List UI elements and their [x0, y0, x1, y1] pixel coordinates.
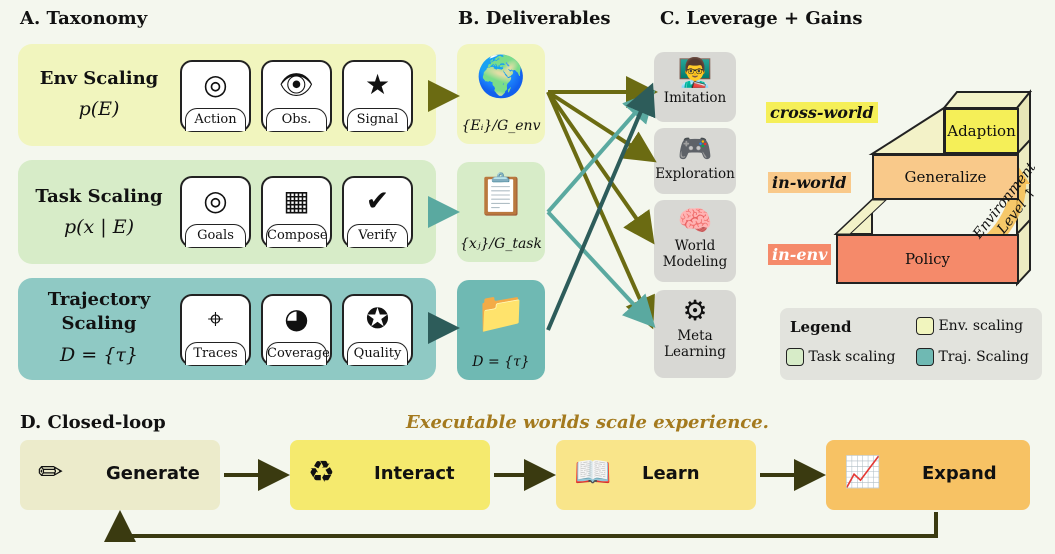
deliverable-traj: 📁 D = {τ} [457, 280, 545, 380]
loop-label: Generate [106, 463, 200, 484]
section-title-taxonomy: A. Taxonomy [20, 8, 148, 29]
quality-tile: ✪ Quality [342, 294, 413, 366]
puzzle-icon: ▦ [283, 184, 310, 217]
legend-swatch-traj [916, 348, 934, 366]
legend-swatch-env [916, 317, 934, 335]
verified-badge-icon: ✔ [365, 184, 390, 217]
level-tag-in-world: in-world [768, 172, 851, 193]
legend-item-traj: Traj. Scaling [916, 348, 1029, 366]
signal-tile: ★ Signal [342, 60, 413, 132]
tile-label: Quality [347, 342, 408, 365]
compose-tile: ▦ Compose [261, 176, 332, 248]
legend-swatch-task [786, 348, 804, 366]
gamepad-icon: 🎮 [677, 132, 713, 165]
folders-icon: 📁 [476, 290, 526, 336]
leverage-label-line2: Learning [664, 344, 726, 360]
interact-box: ♻ Interact [290, 440, 490, 510]
globe-icon: 🌍 [476, 54, 526, 100]
goals-tile: ◎ Goals [180, 176, 251, 248]
leverage-label-line1: Meta [677, 328, 713, 344]
tile-label: Goals [185, 224, 246, 247]
row-label-line1: Trajectory [47, 289, 151, 310]
cycle-people-icon: ♻ [308, 455, 335, 490]
tile-label: Compose [266, 224, 328, 247]
meta-learning-card: ⚙ Meta Learning [654, 290, 736, 378]
section-title-leverage: C. Leverage + Gains [660, 8, 863, 29]
section-title-closed-loop: D. Closed-loop [20, 412, 166, 433]
loop-label: Learn [642, 463, 700, 484]
tile-label: Coverage [266, 342, 330, 365]
env-scaling-row: Env Scaling p(E) ◎ Action 👁 Obs. ★ Signa… [18, 44, 436, 146]
eye-icon: 👁 [278, 68, 315, 101]
leverage-label-line2: Modeling [662, 254, 728, 270]
section-title-deliverables: B. Deliverables [458, 8, 611, 29]
tile-label: Obs. [266, 108, 327, 131]
teacher-icon: 👨‍🏫 [677, 56, 713, 89]
expand-box: 📈 Expand [826, 440, 1030, 510]
legend-label: Traj. Scaling [938, 349, 1029, 365]
step-generalize: Generalize [872, 154, 1019, 200]
award-ribbon-icon: ✪ [365, 302, 390, 335]
verify-tile: ✔ Verify [342, 176, 413, 248]
tagline: Executable worlds scale experience. [406, 412, 769, 433]
deliverable-formula: D = {τ} [472, 354, 530, 370]
goal-target-icon: ◎ [203, 184, 228, 217]
imitation-card: 👨‍🏫 Imitation [654, 52, 736, 122]
tile-label: Signal [347, 108, 408, 131]
route-pin-icon: ⌖ [207, 302, 224, 335]
task-scaling-row: Task Scaling p(x | E) ◎ Goals ▦ Compose … [18, 160, 436, 264]
target-cursor-icon: ◎ [203, 68, 228, 101]
learn-box: 📖 Learn [556, 440, 756, 510]
row-label: Trajectory Scaling [24, 288, 174, 336]
tile-label: Action [185, 108, 246, 131]
exploration-card: 🎮 Exploration [654, 128, 736, 194]
trajectory-scaling-row: Trajectory Scaling D = {τ} ⌖ Traces ◕ Co… [18, 278, 436, 380]
level-tag-in-env: in-env [768, 244, 832, 265]
action-tile: ◎ Action [180, 60, 251, 132]
deliverable-formula: {xⱼ}/G_task [460, 236, 542, 252]
book-bulb-icon: 📖 [574, 455, 612, 490]
row-formula: p(E) [78, 98, 120, 120]
pencil-gear-icon: ✏ [38, 455, 64, 490]
gear-check-icon: ⚙ [682, 294, 708, 327]
world-modeling-card: 🧠 World Modeling [654, 200, 736, 282]
legend: Legend Env. scaling Task scaling Traj. S… [780, 308, 1042, 380]
step-adaption: Adaption [944, 108, 1019, 154]
growth-chart-icon: 📈 [844, 455, 882, 490]
legend-label: Task scaling [808, 349, 896, 365]
legend-label: Env. scaling [938, 318, 1024, 334]
level-tag-cross-world: cross-world [766, 102, 878, 123]
leverage-label: Imitation [663, 90, 727, 106]
loop-label: Expand [922, 463, 997, 484]
deliverable-env: 🌍 {Eᵢ}/G_env [457, 44, 545, 144]
row-label: Env Scaling [39, 68, 159, 89]
brain-icon: 🧠 [677, 204, 713, 237]
coverage-tile: ◕ Coverage [261, 294, 332, 366]
row-formula: D = {τ} [60, 344, 138, 366]
obs-tile: 👁 Obs. [261, 60, 332, 132]
legend-item-env: Env. scaling [916, 317, 1023, 335]
deliverable-formula: {Eᵢ}/G_env [461, 118, 541, 134]
row-label-line2: Scaling [61, 313, 137, 334]
traces-tile: ⌖ Traces [180, 294, 251, 366]
legend-item-task: Task scaling [786, 348, 895, 366]
step-policy: Policy [836, 234, 1019, 284]
checklist-icon: 📋 [476, 172, 526, 218]
loop-label: Interact [374, 463, 455, 484]
leverage-label-line1: World [674, 238, 716, 254]
pie-chart-icon: ◕ [284, 302, 309, 335]
generate-box: ✏ Generate [20, 440, 220, 510]
row-label: Task Scaling [35, 186, 163, 207]
deliverable-task: 📋 {xⱼ}/G_task [457, 162, 545, 262]
tile-label: Traces [185, 342, 246, 365]
rating-message-icon: ★ [364, 68, 391, 101]
legend-title: Legend [790, 318, 852, 336]
row-formula: p(x | E) [63, 216, 135, 238]
leverage-label: Exploration [655, 166, 735, 182]
tile-label: Verify [347, 224, 408, 247]
